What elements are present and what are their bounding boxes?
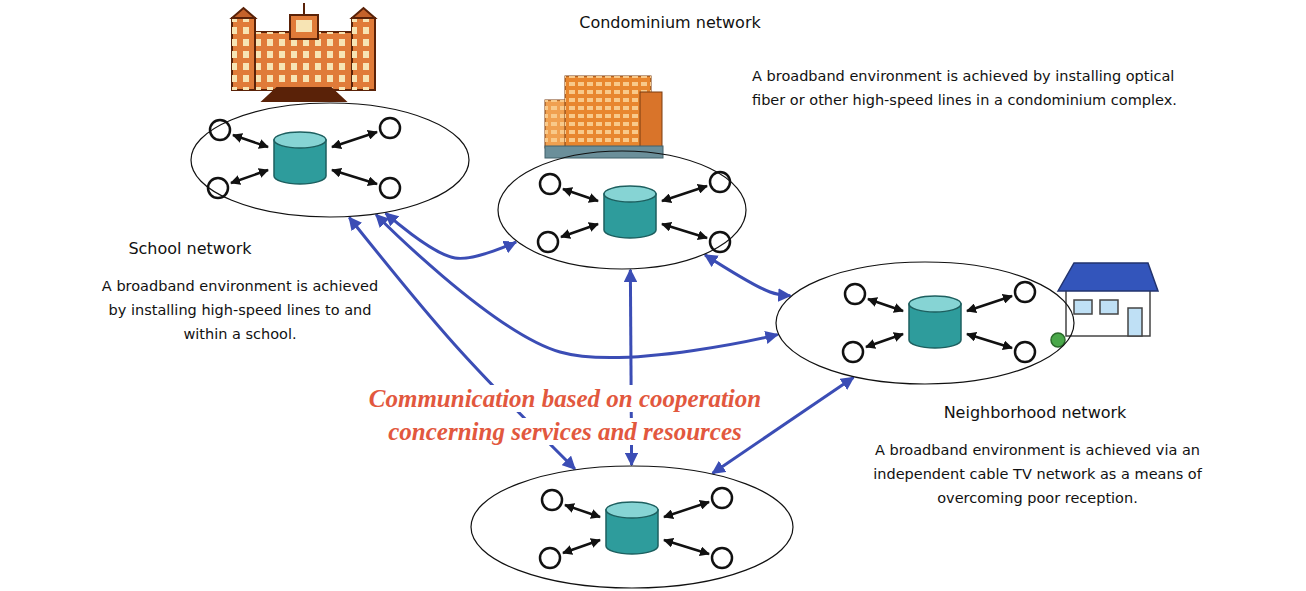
network-ellipse-line <box>471 466 793 588</box>
network-link <box>386 213 517 258</box>
label-block: Communication based on cooperation conce… <box>340 382 790 448</box>
network-ellipse: Condominium networkA broadband environme… <box>497 150 747 270</box>
network-heading: School network <box>90 238 290 260</box>
network-link <box>376 215 778 358</box>
network-heading: Neighborhood network <box>935 402 1135 424</box>
condominium-building <box>545 76 663 158</box>
ellipse-outline <box>470 465 794 589</box>
network-core <box>208 118 400 198</box>
network-core <box>538 172 730 252</box>
network-ellipse <box>470 465 794 589</box>
network-ellipse-line <box>191 103 469 217</box>
network-ellipse-line <box>498 151 746 269</box>
school-building <box>232 3 375 101</box>
network-description: A broadband environment is achieved by i… <box>752 64 1202 112</box>
network-ellipse-line <box>776 262 1074 384</box>
network-core <box>843 282 1035 362</box>
network-description: A broadband environment is achieved by i… <box>100 274 380 346</box>
network-ellipse: Neighborhood networkA broadband environm… <box>775 261 1075 385</box>
network-core <box>540 488 732 568</box>
ellipse-outline <box>497 150 747 270</box>
annotation: Communication based on cooperation conce… <box>366 385 764 445</box>
network-heading: Condominium network <box>570 12 770 34</box>
ellipse-outline <box>190 102 470 218</box>
network-ellipse: School networkA broadband environment is… <box>190 102 470 218</box>
network-link <box>705 255 790 296</box>
ellipse-outline <box>775 261 1075 385</box>
network-description: A broadband environment is achieved via … <box>845 438 1230 510</box>
